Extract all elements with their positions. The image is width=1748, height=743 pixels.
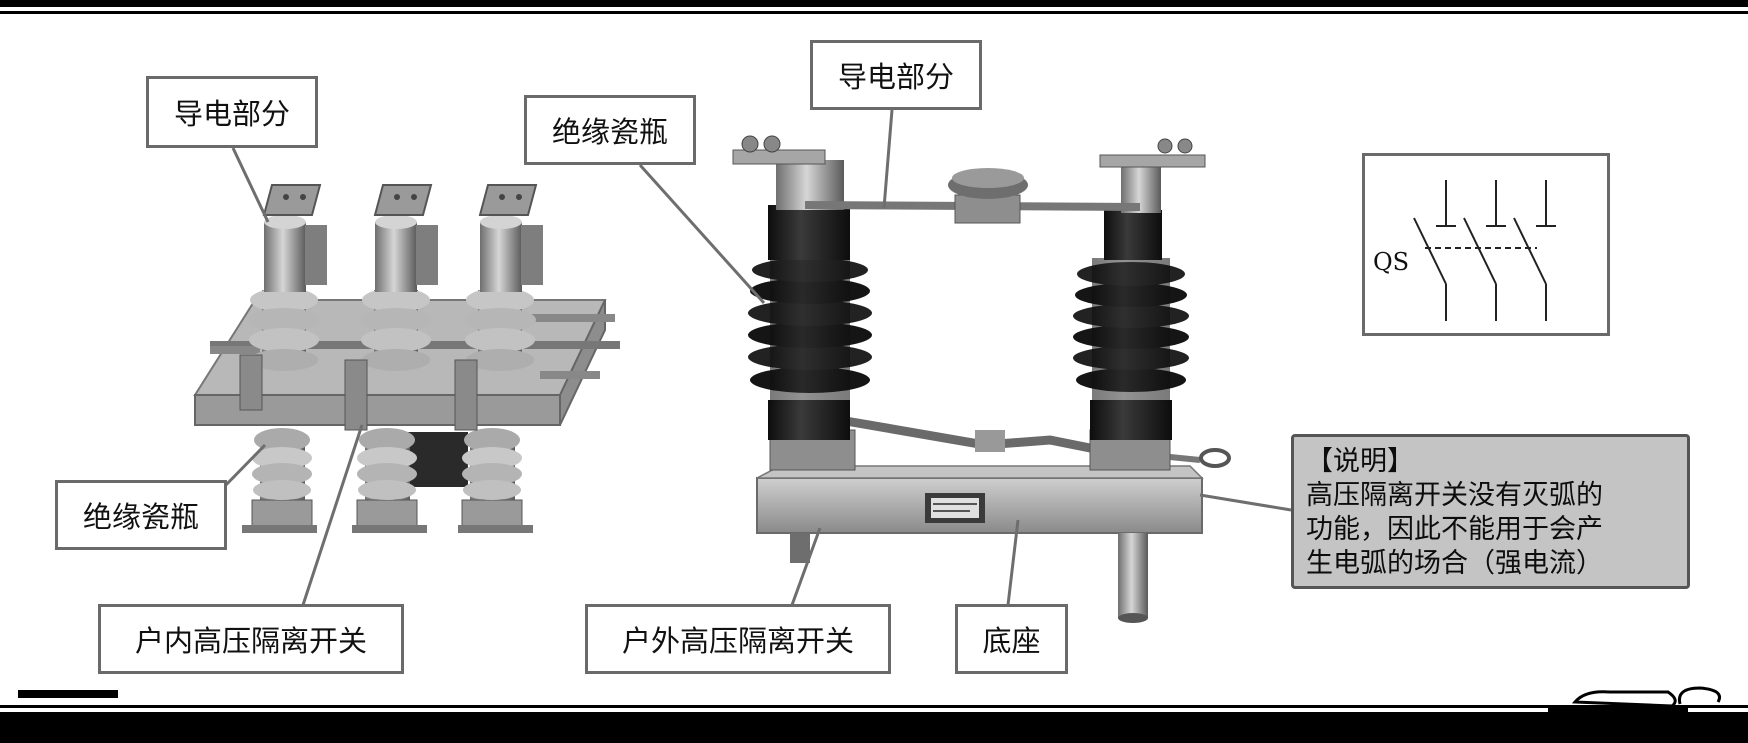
note-box: 【说明】 高压隔离开关没有灭弧的 功能，因此不能用于会产 生电弧的场合（强电流） [1291,434,1690,589]
label-indoor-insulator: 绝缘瓷瓶 [55,480,227,550]
indoor-switch-illustration [193,184,620,533]
top-rule-thin [0,11,1748,14]
label-indoor-switch: 户内高压隔离开关 [98,604,404,674]
disconnector-symbol-icon [1413,180,1556,321]
label-outdoor-insulator: 绝缘瓷瓶 [524,95,696,165]
symbol-designation: QS [1373,248,1410,276]
note-line: 功能，因此不能用于会产 [1306,514,1603,545]
note-line: 高压隔离开关没有灭弧的 [1306,480,1603,511]
outdoor-insulator-right [1073,138,1206,471]
callout-leaders [219,109,1292,606]
indoor-pole-3 [458,184,543,533]
outdoor-switch-illustration [732,135,1231,623]
indoor-pole-2 [352,184,438,533]
disconnector-symbol-box: QS [1362,153,1610,336]
label-outdoor-base: 底座 [955,604,1068,674]
note-title: 【说明】 [1306,446,1414,477]
bottom-rule-thin [0,705,1748,708]
bottom-rule-short [18,690,118,698]
bottom-rule-thick [0,712,1748,743]
label-indoor-conductive: 导电部分 [146,76,318,148]
label-outdoor-conductive: 导电部分 [810,40,982,110]
note-line: 生电弧的场合（强电流） [1306,548,1603,579]
top-rule-thick [0,0,1748,7]
outdoor-insulator-left [732,135,872,471]
indoor-pole-1 [242,184,327,533]
bottom-corner-block [1548,706,1688,743]
label-outdoor-switch: 户外高压隔离开关 [585,604,891,674]
